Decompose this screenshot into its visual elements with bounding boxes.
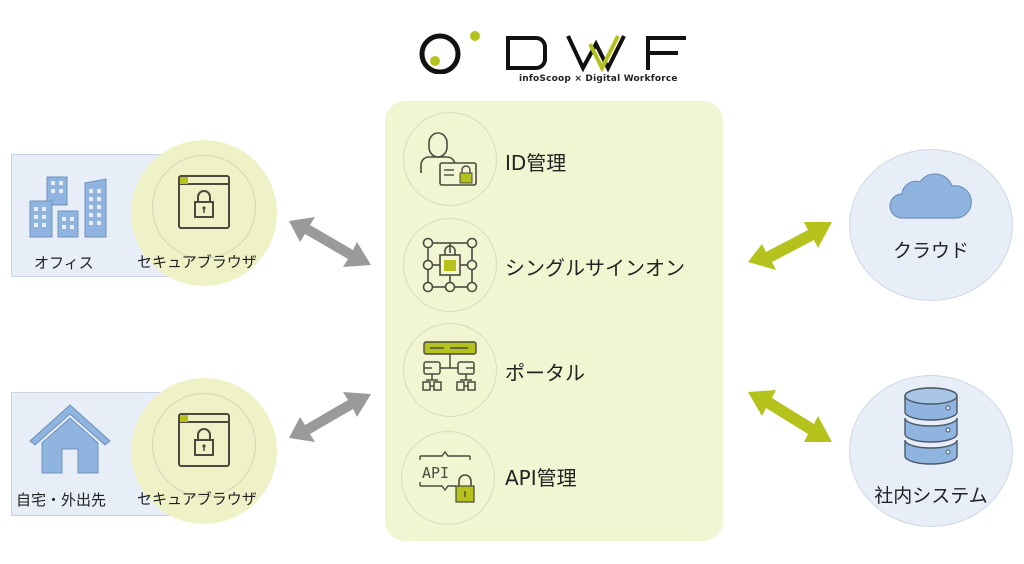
office-building-icon [29, 176, 107, 238]
feature-label-id-management: ID管理 [505, 151, 567, 175]
api-management-icon-ring: API [401, 431, 495, 525]
cloud-label: クラウド [892, 240, 969, 262]
secure-browser-office: セキュアブラウザ [131, 140, 277, 286]
dwf-logo-mark [419, 31, 686, 75]
secure-browser-lock-icon [178, 175, 230, 229]
gray-double-arrow-bottom [289, 392, 371, 442]
cloud-target: クラウド [849, 149, 1013, 301]
svg-text:API: API [422, 464, 449, 482]
gray-double-arrow-top [289, 217, 371, 267]
secure-browser-home: セキュアブラウザ [131, 378, 277, 524]
home-label: 自宅・外出先 [16, 491, 107, 509]
portal-icon-ring [403, 323, 497, 417]
secure-browser-label: セキュアブラウザ [137, 253, 257, 271]
feature-label-portal: ポータル [505, 361, 585, 385]
browser-icon-ring [152, 393, 256, 497]
house-icon [29, 404, 111, 474]
internal-systems-target: 社内システム [849, 375, 1013, 527]
secure-browser-lock-icon [178, 413, 230, 467]
api-management-icon: API [419, 450, 475, 503]
logo-tagline: infoScoop × Digital Workforce [519, 74, 678, 84]
internal-systems-label: 社内システム [874, 485, 988, 507]
database-icon [904, 387, 958, 465]
office-label: オフィス [34, 254, 94, 272]
portal-icon [422, 341, 477, 391]
dwf-logo: infoScoop × Digital Workforce [418, 28, 698, 92]
secure-browser-label: セキュアブラウザ [137, 490, 257, 508]
cloud-icon [889, 173, 972, 219]
single-sign-on-icon-ring [403, 218, 497, 312]
green-double-arrow-bottom [748, 390, 832, 442]
dwf-feature-panel: ID管理 シングルサインオン [385, 101, 723, 541]
feature-label-single-sign-on: シングルサインオン [505, 256, 685, 280]
green-double-arrow-top [748, 222, 832, 270]
id-management-icon-ring [403, 112, 497, 206]
browser-icon-ring [152, 155, 256, 259]
single-sign-on-icon [422, 237, 478, 293]
id-management-icon [420, 132, 477, 186]
feature-label-api-management: API管理 [505, 466, 577, 490]
